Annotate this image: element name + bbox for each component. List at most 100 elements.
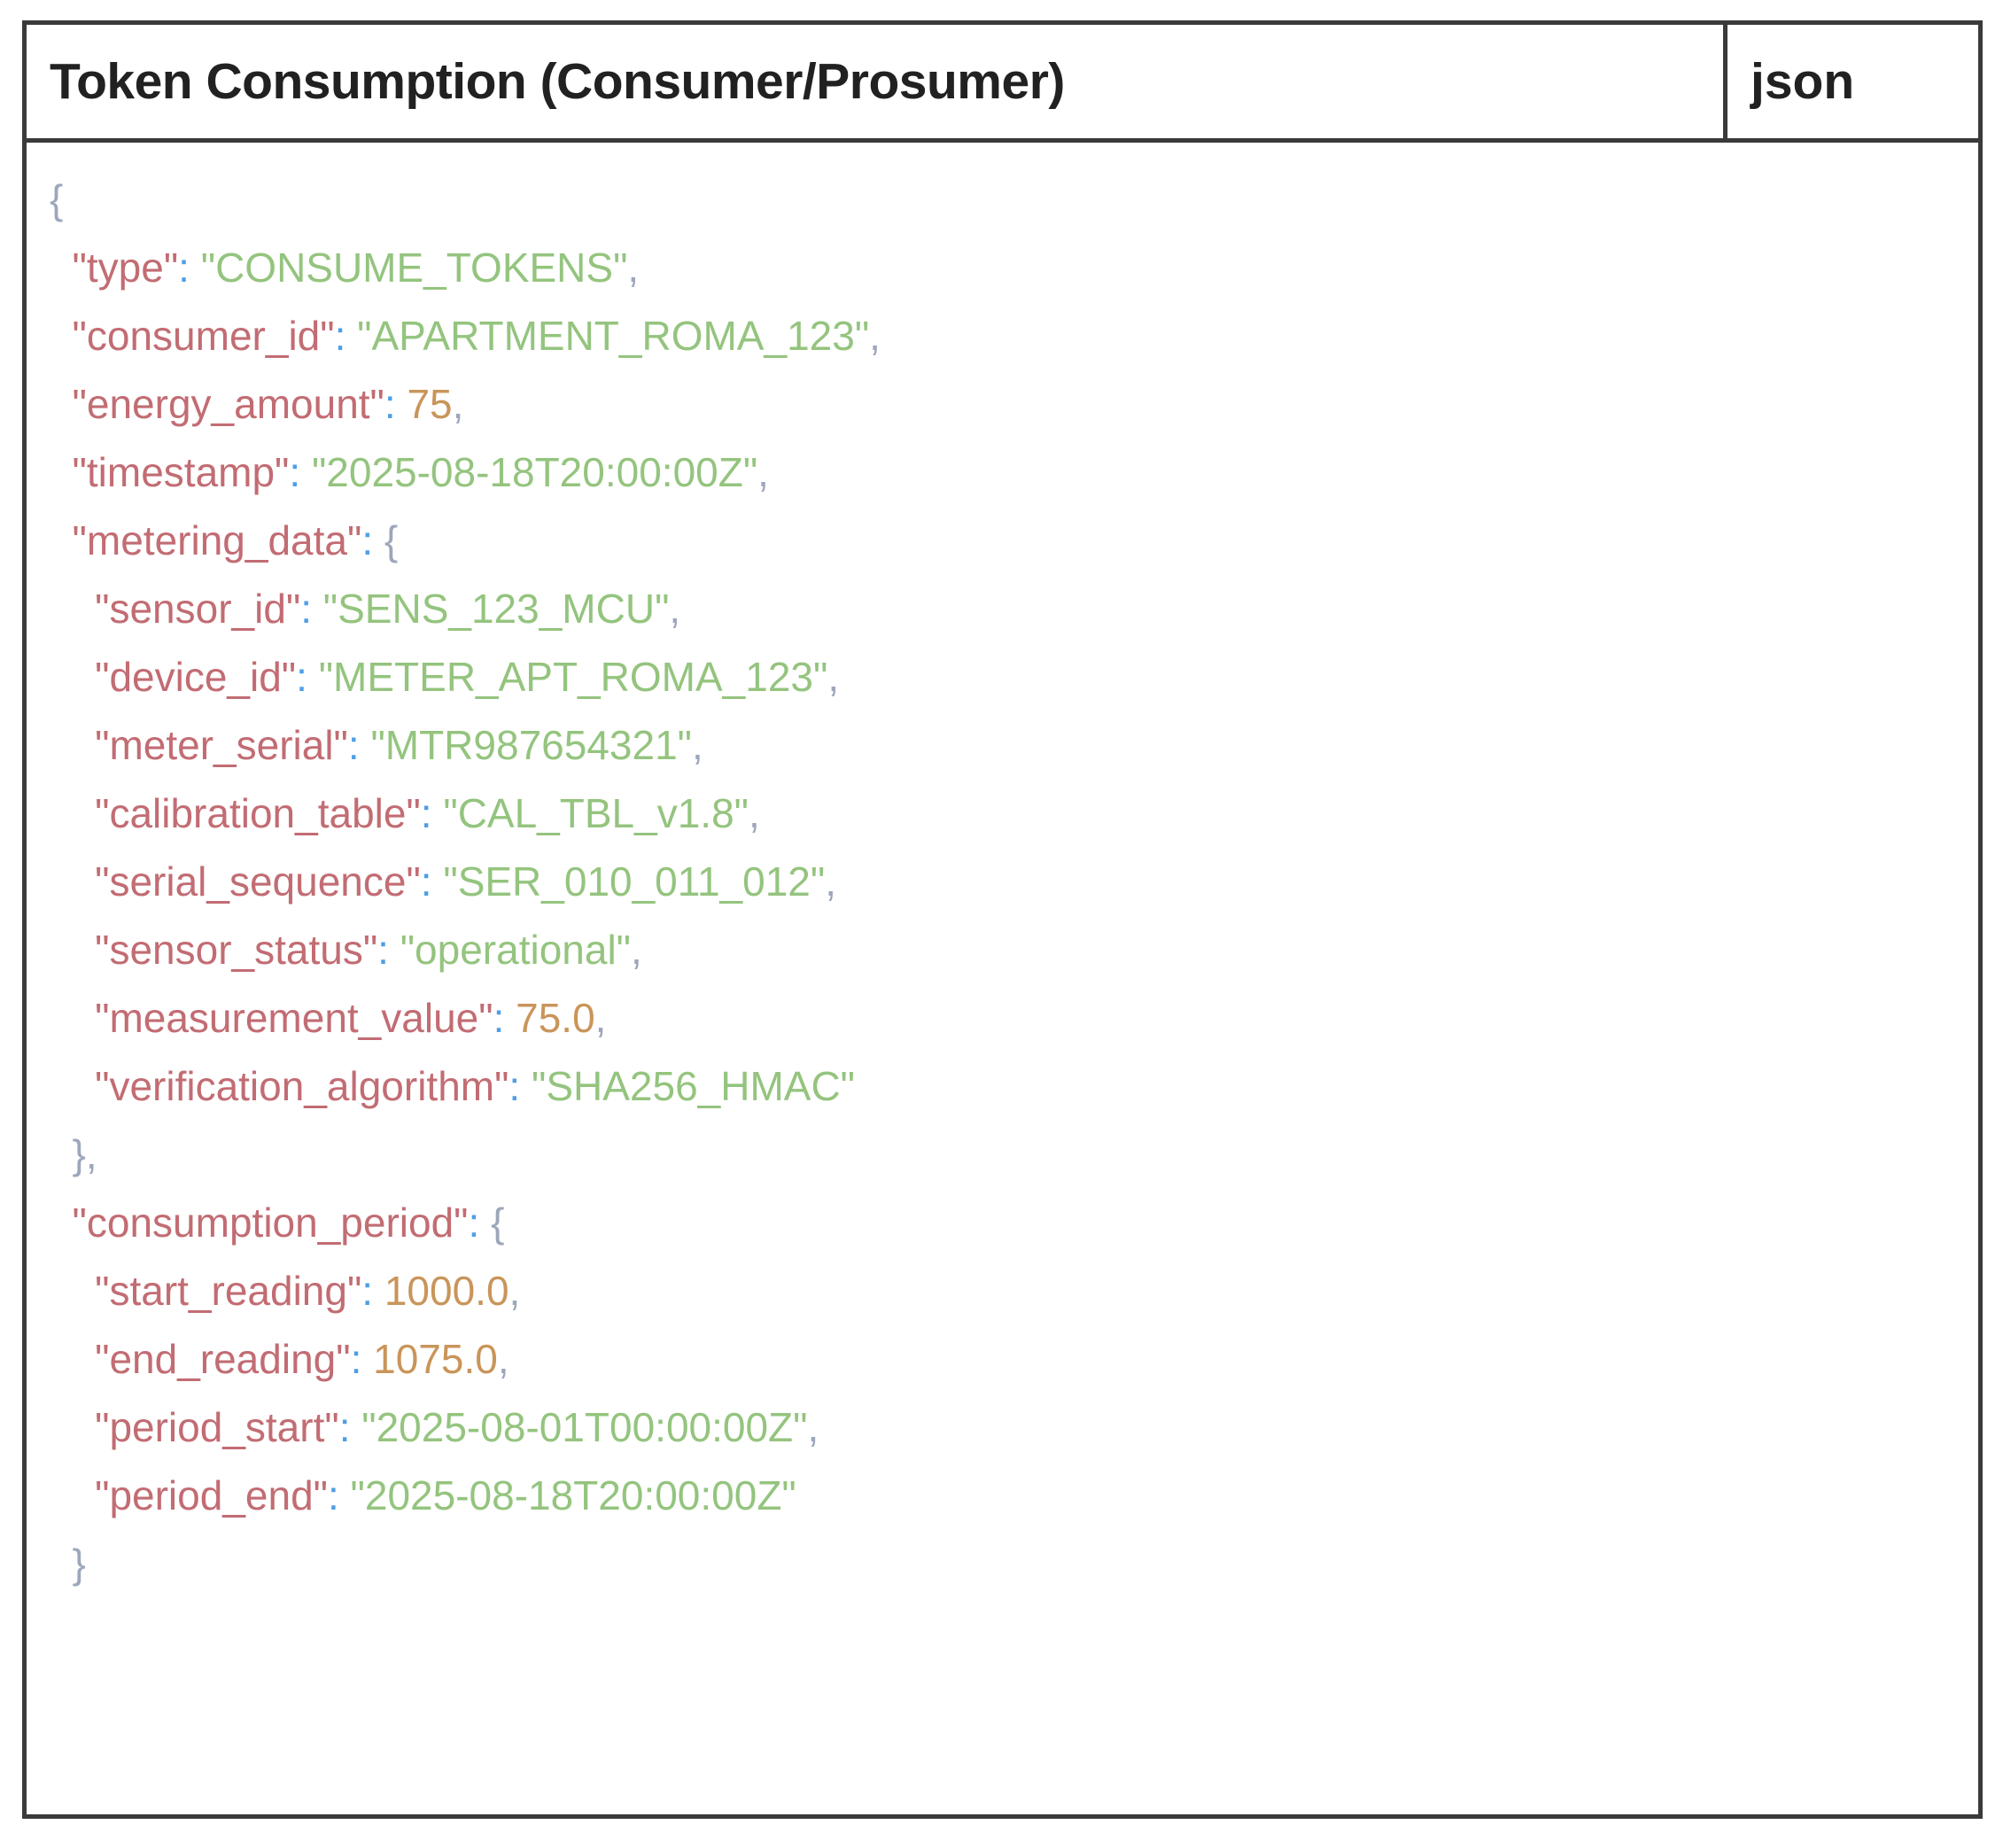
code-token-key: "sensor_status" [50, 927, 378, 973]
code-line: "sensor_status": "operational", [50, 927, 642, 973]
code-token-str: "METER_APT_ROMA_123" [318, 654, 828, 700]
code-token-key: "energy_amount" [50, 381, 384, 427]
code-token-pun: { [50, 176, 64, 222]
token-consumption-panel: Token Consumption (Consumer/Prosumer) js… [22, 20, 1983, 1819]
code-token-str: "2025-08-18T20:00:00Z" [311, 449, 758, 495]
code-token-col: : [178, 245, 201, 291]
code-token-col: : [377, 927, 400, 973]
code-token-num: 1075.0 [373, 1336, 498, 1382]
code-token-str: "CAL_TBL_v1.8" [443, 790, 749, 836]
code-area: { "type": "CONSUME_TOKENS", "consumer_id… [27, 143, 1978, 1814]
code-token-str: "operational" [400, 927, 631, 973]
code-token-str: "2025-08-18T20:00:00Z" [350, 1472, 796, 1518]
code-line: "type": "CONSUME_TOKENS", [50, 245, 640, 291]
code-token-col: : [350, 1336, 374, 1382]
code-line: "end_reading": 1075.0, [50, 1336, 509, 1382]
code-token-col: : [338, 1404, 362, 1450]
code-token-pun: , [691, 722, 703, 768]
code-token-col: : [300, 586, 323, 632]
panel-header: Token Consumption (Consumer/Prosumer) js… [27, 25, 1978, 143]
code-token-key: "verification_algorithm" [50, 1063, 509, 1109]
code-token-str: "SER_010_011_012" [443, 858, 826, 905]
code-token-pun: , [827, 654, 840, 700]
code-token-pun: , [631, 927, 642, 973]
code-line: "consumer_id": "APARTMENT_ROMA_123", [50, 313, 881, 359]
code-token-key: "metering_data" [50, 517, 362, 563]
code-token-col: : [509, 1063, 532, 1109]
code-token-key: "meter_serial" [50, 722, 348, 768]
code-token-key: "type" [50, 245, 179, 291]
code-line: "verification_algorithm": "SHA256_HMAC" [50, 1063, 855, 1109]
language-label: json [1751, 53, 1855, 110]
code-token-col: : [361, 1268, 384, 1314]
code-token-pun: { [491, 1200, 505, 1246]
code-token-col: : [347, 722, 371, 768]
code-line: "calibration_table": "CAL_TBL_v1.8", [50, 790, 760, 836]
code-token-pun: , [509, 1268, 521, 1314]
code-token-key: "calibration_table" [50, 790, 421, 836]
code-token-str: "2025-08-01T00:00:00Z" [361, 1404, 808, 1450]
code-line: "metering_data": { [50, 517, 399, 563]
code-token-col: : [468, 1200, 492, 1246]
code-line: "start_reading": 1000.0, [50, 1268, 520, 1314]
code-token-key: "serial_sequence" [50, 858, 421, 905]
code-token-col: : [361, 517, 384, 563]
code-line: } [50, 1541, 86, 1587]
code-token-num: 75.0 [516, 995, 595, 1041]
code-token-str: "MTR987654321" [370, 722, 692, 768]
code-token-col: : [420, 790, 444, 836]
code-token-str: "CONSUME_TOKENS" [200, 245, 628, 291]
code-line: "timestamp": "2025-08-18T20:00:00Z", [50, 449, 769, 495]
code-token-pun: } [50, 1541, 86, 1587]
code-token-key: "end_reading" [50, 1336, 351, 1382]
code-token-pun: , [669, 586, 681, 632]
code-line: "measurement_value": 75.0, [50, 995, 606, 1041]
language-tag-cell: json [1723, 25, 1978, 138]
code-line: "consumption_period": { [50, 1200, 505, 1246]
code-line: "period_end": "2025-08-18T20:00:00Z" [50, 1472, 796, 1518]
code-line: "energy_amount": 75, [50, 381, 464, 427]
code-token-key: "consumption_period" [50, 1200, 469, 1246]
code-token-num: 1000.0 [384, 1268, 509, 1314]
code-token-num: 75 [407, 381, 453, 427]
code-line: "sensor_id": "SENS_123_MCU", [50, 586, 680, 632]
code-token-pun: , [452, 381, 464, 427]
code-token-col: : [493, 995, 516, 1041]
code-token-pun: , [627, 245, 640, 291]
code-token-col: : [296, 654, 319, 700]
code-token-key: "consumer_id" [50, 313, 335, 359]
code-token-key: "timestamp" [50, 449, 290, 495]
code-token-pun: , [869, 313, 881, 359]
panel-title: Token Consumption (Consumer/Prosumer) [50, 53, 1065, 110]
code-token-str: "SENS_123_MCU" [322, 586, 670, 632]
code-line: "period_start": "2025-08-01T00:00:00Z", [50, 1404, 819, 1450]
code-token-key: "sensor_id" [50, 586, 301, 632]
code-line: "device_id": "METER_APT_ROMA_123", [50, 654, 839, 700]
code-token-pun: }, [50, 1131, 97, 1177]
code-token-col: : [327, 1472, 351, 1518]
code-token-col: : [289, 449, 312, 495]
code-token-str: "APARTMENT_ROMA_123" [357, 313, 870, 359]
code-line: }, [50, 1131, 97, 1177]
code-token-pun: , [748, 790, 760, 836]
code-token-col: : [384, 381, 408, 427]
code-token-pun: , [594, 995, 607, 1041]
code-token-key: "device_id" [50, 654, 297, 700]
code-token-pun: , [825, 858, 836, 905]
code-token-key: "start_reading" [50, 1268, 362, 1314]
code-token-key: "measurement_value" [50, 995, 493, 1041]
code-token-col: : [334, 313, 358, 359]
code-token-pun: , [807, 1404, 819, 1450]
code-token-col: : [420, 858, 444, 905]
code-token-key: "period_start" [50, 1404, 339, 1450]
title-cell: Token Consumption (Consumer/Prosumer) [27, 25, 1723, 138]
code-line: { [50, 176, 63, 222]
code-token-pun: { [384, 517, 399, 563]
code-line: "serial_sequence": "SER_010_011_012", [50, 858, 836, 905]
code-token-str: "SHA256_HMAC" [531, 1063, 855, 1109]
code-token-pun: , [757, 449, 769, 495]
code-token-pun: , [497, 1336, 509, 1382]
code-token-key: "period_end" [50, 1472, 328, 1518]
code-line: "meter_serial": "MTR987654321", [50, 722, 703, 768]
code-block: { "type": "CONSUME_TOKENS", "consumer_id… [27, 143, 1978, 1598]
